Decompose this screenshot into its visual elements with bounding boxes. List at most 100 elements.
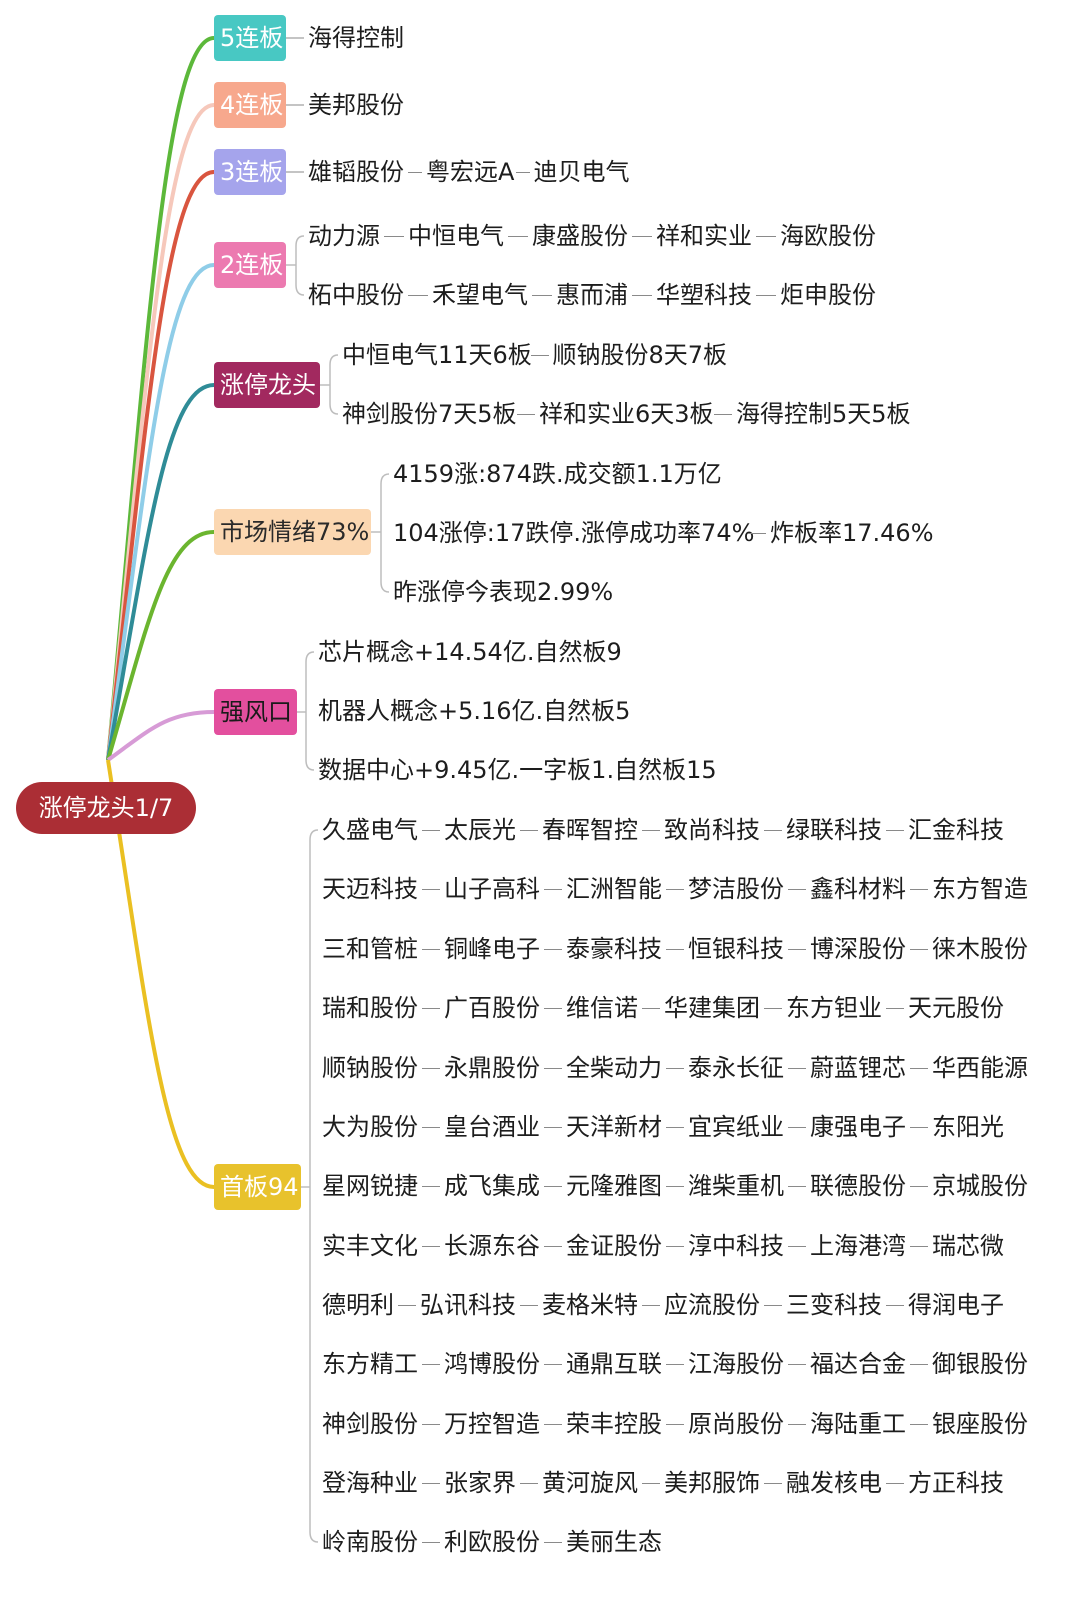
leaf-item[interactable]: 禾望电气 bbox=[432, 281, 528, 309]
leaf-item[interactable]: 久盛电气 bbox=[322, 816, 418, 844]
leaf-item[interactable]: 海欧股份 bbox=[780, 222, 876, 250]
leaf-item[interactable]: 春晖智控 bbox=[542, 816, 638, 844]
leaf-item[interactable]: 瑞和股份 bbox=[322, 994, 418, 1022]
leaf-item[interactable]: 得润电子 bbox=[908, 1291, 1004, 1319]
leaf-item[interactable]: 宜宾纸业 bbox=[688, 1113, 784, 1141]
leaf-item[interactable]: 海得控制 bbox=[308, 24, 404, 52]
leaf-item[interactable]: 通鼎互联 bbox=[566, 1350, 662, 1378]
leaf-item[interactable]: 江海股份 bbox=[688, 1350, 784, 1378]
leaf-item[interactable]: 黄河旋风 bbox=[542, 1469, 638, 1497]
leaf-item[interactable]: 美丽生态 bbox=[566, 1528, 662, 1556]
leaf-item[interactable]: 天洋新材 bbox=[566, 1113, 662, 1141]
leaf-item[interactable]: 长源东谷 bbox=[444, 1232, 540, 1260]
category-node-czt[interactable]: 涨停龙头 bbox=[214, 362, 320, 408]
leaf-item[interactable]: 张家界 bbox=[444, 1469, 516, 1497]
leaf-item[interactable]: 博深股份 bbox=[810, 935, 906, 963]
leaf-item[interactable]: 上海港湾 bbox=[810, 1232, 906, 1260]
leaf-item[interactable]: 梦洁股份 bbox=[688, 875, 784, 903]
category-node-c4[interactable]: 4连板 bbox=[214, 82, 286, 128]
leaf-item[interactable]: 成飞集成 bbox=[444, 1172, 540, 1200]
leaf-item[interactable]: 麦格米特 bbox=[542, 1291, 638, 1319]
leaf-item[interactable]: 岭南股份 bbox=[322, 1528, 418, 1556]
leaf-item[interactable]: 汇金科技 bbox=[908, 816, 1004, 844]
leaf-item[interactable]: 全柴动力 bbox=[566, 1054, 662, 1082]
leaf-item[interactable]: 山子高科 bbox=[444, 875, 540, 903]
leaf-item[interactable]: 原尚股份 bbox=[688, 1410, 784, 1438]
leaf-item[interactable]: 神剑股份 bbox=[322, 1410, 418, 1438]
leaf-item[interactable]: 中恒电气11天6板 bbox=[342, 341, 532, 369]
leaf-item[interactable]: 弘讯科技 bbox=[420, 1291, 516, 1319]
category-node-csb[interactable]: 首板94 bbox=[214, 1164, 301, 1210]
leaf-item[interactable]: 动力源 bbox=[308, 222, 380, 250]
leaf-item[interactable]: 雄韬股份 bbox=[308, 158, 404, 186]
leaf-item[interactable]: 惠而浦 bbox=[556, 281, 628, 309]
leaf-item[interactable]: 康盛股份 bbox=[532, 222, 628, 250]
leaf-item[interactable]: 炬申股份 bbox=[780, 281, 876, 309]
leaf-item[interactable]: 登海种业 bbox=[322, 1469, 418, 1497]
leaf-item[interactable]: 华塑科技 bbox=[656, 281, 752, 309]
leaf-item[interactable]: 瑞芯微 bbox=[932, 1232, 1004, 1260]
leaf-item[interactable]: 徕木股份 bbox=[932, 935, 1028, 963]
leaf-item[interactable]: 康强电子 bbox=[810, 1113, 906, 1141]
leaf-item[interactable]: 实丰文化 bbox=[322, 1232, 418, 1260]
leaf-item[interactable]: 东阳光 bbox=[932, 1113, 1004, 1141]
leaf-item[interactable]: 美邦服饰 bbox=[664, 1469, 760, 1497]
leaf-item[interactable]: 元隆雅图 bbox=[566, 1172, 662, 1200]
leaf-item[interactable]: 融发核电 bbox=[786, 1469, 882, 1497]
leaf-item[interactable]: 芯片概念+14.54亿.自然板9 bbox=[318, 638, 622, 666]
leaf-item[interactable]: 昨涨停今表现2.99% bbox=[393, 578, 614, 606]
leaf-item[interactable]: 祥和实业6天3板 bbox=[539, 400, 714, 428]
leaf-item[interactable]: 东方精工 bbox=[322, 1350, 418, 1378]
leaf-item[interactable]: 御银股份 bbox=[932, 1350, 1028, 1378]
leaf-item[interactable]: 太辰光 bbox=[444, 816, 516, 844]
leaf-item[interactable]: 铜峰电子 bbox=[444, 935, 540, 963]
leaf-item[interactable]: 海陆重工 bbox=[810, 1410, 906, 1438]
leaf-item[interactable]: 海得控制5天5板 bbox=[736, 400, 911, 428]
leaf-item[interactable]: 永鼎股份 bbox=[444, 1054, 540, 1082]
leaf-item[interactable]: 汇洲智能 bbox=[566, 875, 662, 903]
leaf-item[interactable]: 荣丰控股 bbox=[566, 1410, 662, 1438]
leaf-item[interactable]: 104涨停:17跌停.涨停成功率74% bbox=[393, 519, 755, 547]
leaf-item[interactable]: 泰豪科技 bbox=[566, 935, 662, 963]
leaf-item[interactable]: 机器人概念+5.16亿.自然板5 bbox=[318, 697, 631, 725]
leaf-item[interactable]: 鑫科材料 bbox=[810, 875, 906, 903]
leaf-item[interactable]: 淳中科技 bbox=[688, 1232, 784, 1260]
leaf-item[interactable]: 粤宏远A bbox=[426, 158, 515, 186]
leaf-item[interactable]: 皇台酒业 bbox=[444, 1113, 540, 1141]
leaf-item[interactable]: 应流股份 bbox=[664, 1291, 760, 1319]
leaf-item[interactable]: 美邦股份 bbox=[308, 91, 404, 119]
leaf-item[interactable]: 广百股份 bbox=[444, 994, 540, 1022]
leaf-item[interactable]: 华建集团 bbox=[664, 994, 760, 1022]
leaf-item[interactable]: 4159涨:874跌.成交额1.1万亿 bbox=[393, 460, 722, 488]
leaf-item[interactable]: 迪贝电气 bbox=[533, 158, 630, 186]
leaf-item[interactable]: 数据中心+9.45亿.一字板1.自然板15 bbox=[318, 756, 717, 784]
leaf-item[interactable]: 蔚蓝锂芯 bbox=[810, 1054, 906, 1082]
leaf-item[interactable]: 利欧股份 bbox=[444, 1528, 540, 1556]
leaf-item[interactable]: 潍柴重机 bbox=[688, 1172, 784, 1200]
leaf-item[interactable]: 神剑股份7天5板 bbox=[342, 400, 517, 428]
leaf-item[interactable]: 京城股份 bbox=[932, 1172, 1028, 1200]
leaf-item[interactable]: 恒银科技 bbox=[688, 935, 784, 963]
leaf-item[interactable]: 中恒电气 bbox=[408, 222, 504, 250]
leaf-item[interactable]: 东方钽业 bbox=[786, 994, 882, 1022]
leaf-item[interactable]: 万控智造 bbox=[444, 1410, 540, 1438]
leaf-item[interactable]: 顺钠股份 bbox=[322, 1054, 418, 1082]
leaf-item[interactable]: 福达合金 bbox=[810, 1350, 906, 1378]
category-node-csc[interactable]: 市场情绪73% bbox=[214, 509, 371, 555]
leaf-item[interactable]: 方正科技 bbox=[908, 1469, 1004, 1497]
category-node-c2[interactable]: 2连板 bbox=[214, 242, 286, 288]
leaf-item[interactable]: 联德股份 bbox=[810, 1172, 906, 1200]
leaf-item[interactable]: 炸板率17.46% bbox=[770, 519, 934, 547]
leaf-item[interactable]: 星网锐捷 bbox=[322, 1172, 418, 1200]
leaf-item[interactable]: 三和管桩 bbox=[322, 935, 418, 963]
leaf-item[interactable]: 泰永长征 bbox=[688, 1054, 784, 1082]
leaf-item[interactable]: 维信诺 bbox=[566, 994, 638, 1022]
leaf-item[interactable]: 鸿博股份 bbox=[444, 1350, 540, 1378]
leaf-item[interactable]: 金证股份 bbox=[566, 1232, 662, 1260]
leaf-item[interactable]: 大为股份 bbox=[322, 1113, 418, 1141]
leaf-item[interactable]: 三变科技 bbox=[786, 1291, 882, 1319]
leaf-item[interactable]: 德明利 bbox=[322, 1291, 394, 1319]
leaf-item[interactable]: 天迈科技 bbox=[322, 875, 418, 903]
leaf-item[interactable]: 绿联科技 bbox=[786, 816, 882, 844]
root-node[interactable]: 涨停龙头1/7 bbox=[16, 782, 196, 834]
